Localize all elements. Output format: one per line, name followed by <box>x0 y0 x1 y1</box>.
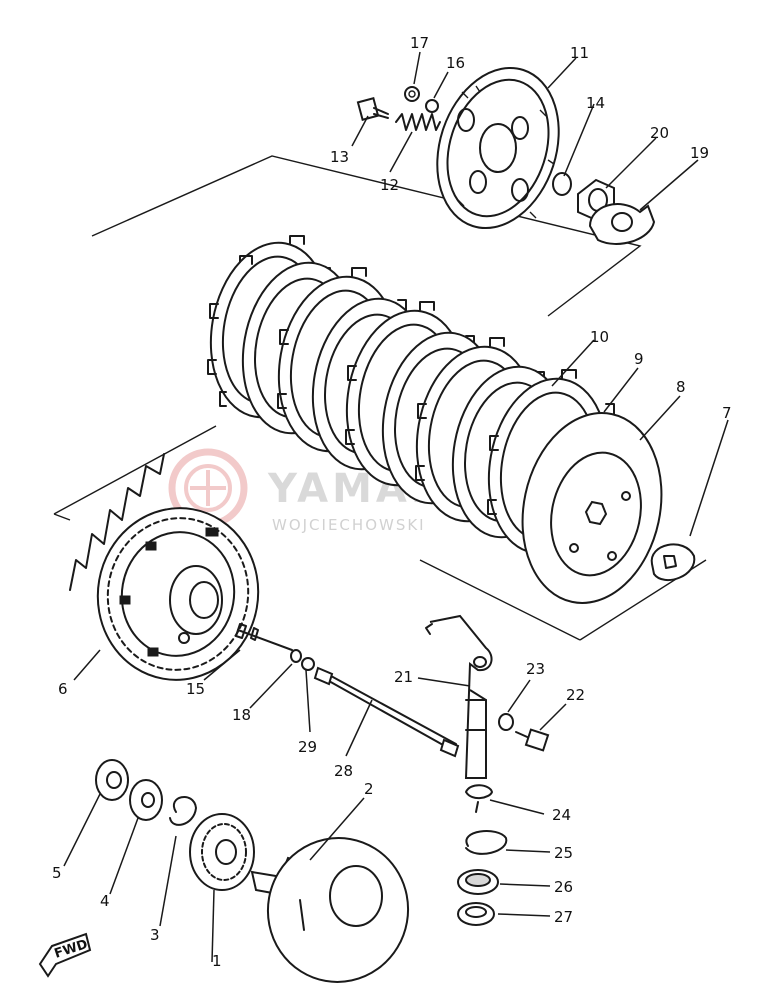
fwd-arrow-icon: FWD <box>38 932 92 978</box>
label-19: 19 <box>690 144 709 162</box>
label-3: 3 <box>150 926 160 944</box>
spring-12 <box>395 113 441 131</box>
label-18: 18 <box>232 706 251 724</box>
label-12: 12 <box>380 176 399 194</box>
leader-lines <box>63 51 729 963</box>
nut-17 <box>404 86 420 102</box>
label-6: 6 <box>58 680 68 698</box>
label-5: 5 <box>52 864 62 882</box>
label-13: 13 <box>330 148 349 166</box>
bolt-22 <box>515 728 550 752</box>
label-29: 29 <box>298 738 317 756</box>
lock-washer-7 <box>650 543 696 581</box>
spring-24 <box>465 784 493 813</box>
push-rod-28 <box>313 666 460 758</box>
crankshaft <box>250 837 410 983</box>
circlip-25 <box>465 830 508 855</box>
lower-stack-boundary <box>53 425 707 641</box>
label-14: 14 <box>586 94 605 112</box>
label-4: 4 <box>100 892 110 910</box>
collar-16 <box>425 99 439 113</box>
label-10: 10 <box>590 328 609 346</box>
label-17: 17 <box>410 34 429 52</box>
label-2: 2 <box>364 780 374 798</box>
label-24: 24 <box>552 806 571 824</box>
clutch-boss-8 <box>521 412 663 604</box>
label-16: 16 <box>446 54 465 72</box>
label-22: 22 <box>566 686 585 704</box>
washer-5 <box>95 759 129 801</box>
oil-seal-18 <box>290 649 302 663</box>
pressure-plate <box>436 66 560 230</box>
label-11: 11 <box>570 44 589 62</box>
ball-29 <box>301 657 315 671</box>
label-23: 23 <box>526 660 545 678</box>
primary-drive-gear-1 <box>189 813 255 891</box>
push-lever-shaft-21 <box>425 614 493 779</box>
label-27: 27 <box>554 908 573 926</box>
watermark-subtitle: WOJCIECHOWSKI <box>272 516 426 534</box>
label-15: 15 <box>186 680 205 698</box>
circlip-3 <box>169 795 197 826</box>
label-9: 9 <box>634 350 644 368</box>
primary-driven-gear-6 <box>69 453 260 681</box>
washer-14 <box>552 172 572 196</box>
label-21: 21 <box>394 668 413 686</box>
bolt-13 <box>356 97 389 121</box>
label-26: 26 <box>554 878 573 896</box>
lock-washer-19 <box>588 203 656 245</box>
bearing-26 <box>457 869 499 895</box>
label-8: 8 <box>676 378 686 396</box>
collar-27 <box>457 902 495 926</box>
label-1: 1 <box>212 952 222 970</box>
washer-23 <box>498 713 514 731</box>
lock-washer-4 <box>129 779 163 821</box>
label-28: 28 <box>334 762 353 780</box>
label-25: 25 <box>554 844 573 862</box>
label-7: 7 <box>722 404 732 422</box>
label-20: 20 <box>650 124 669 142</box>
part-labels: 1 2 3 4 5 6 7 8 9 10 11 12 13 14 15 16 1… <box>52 34 732 970</box>
push-rod-15 <box>235 623 293 651</box>
